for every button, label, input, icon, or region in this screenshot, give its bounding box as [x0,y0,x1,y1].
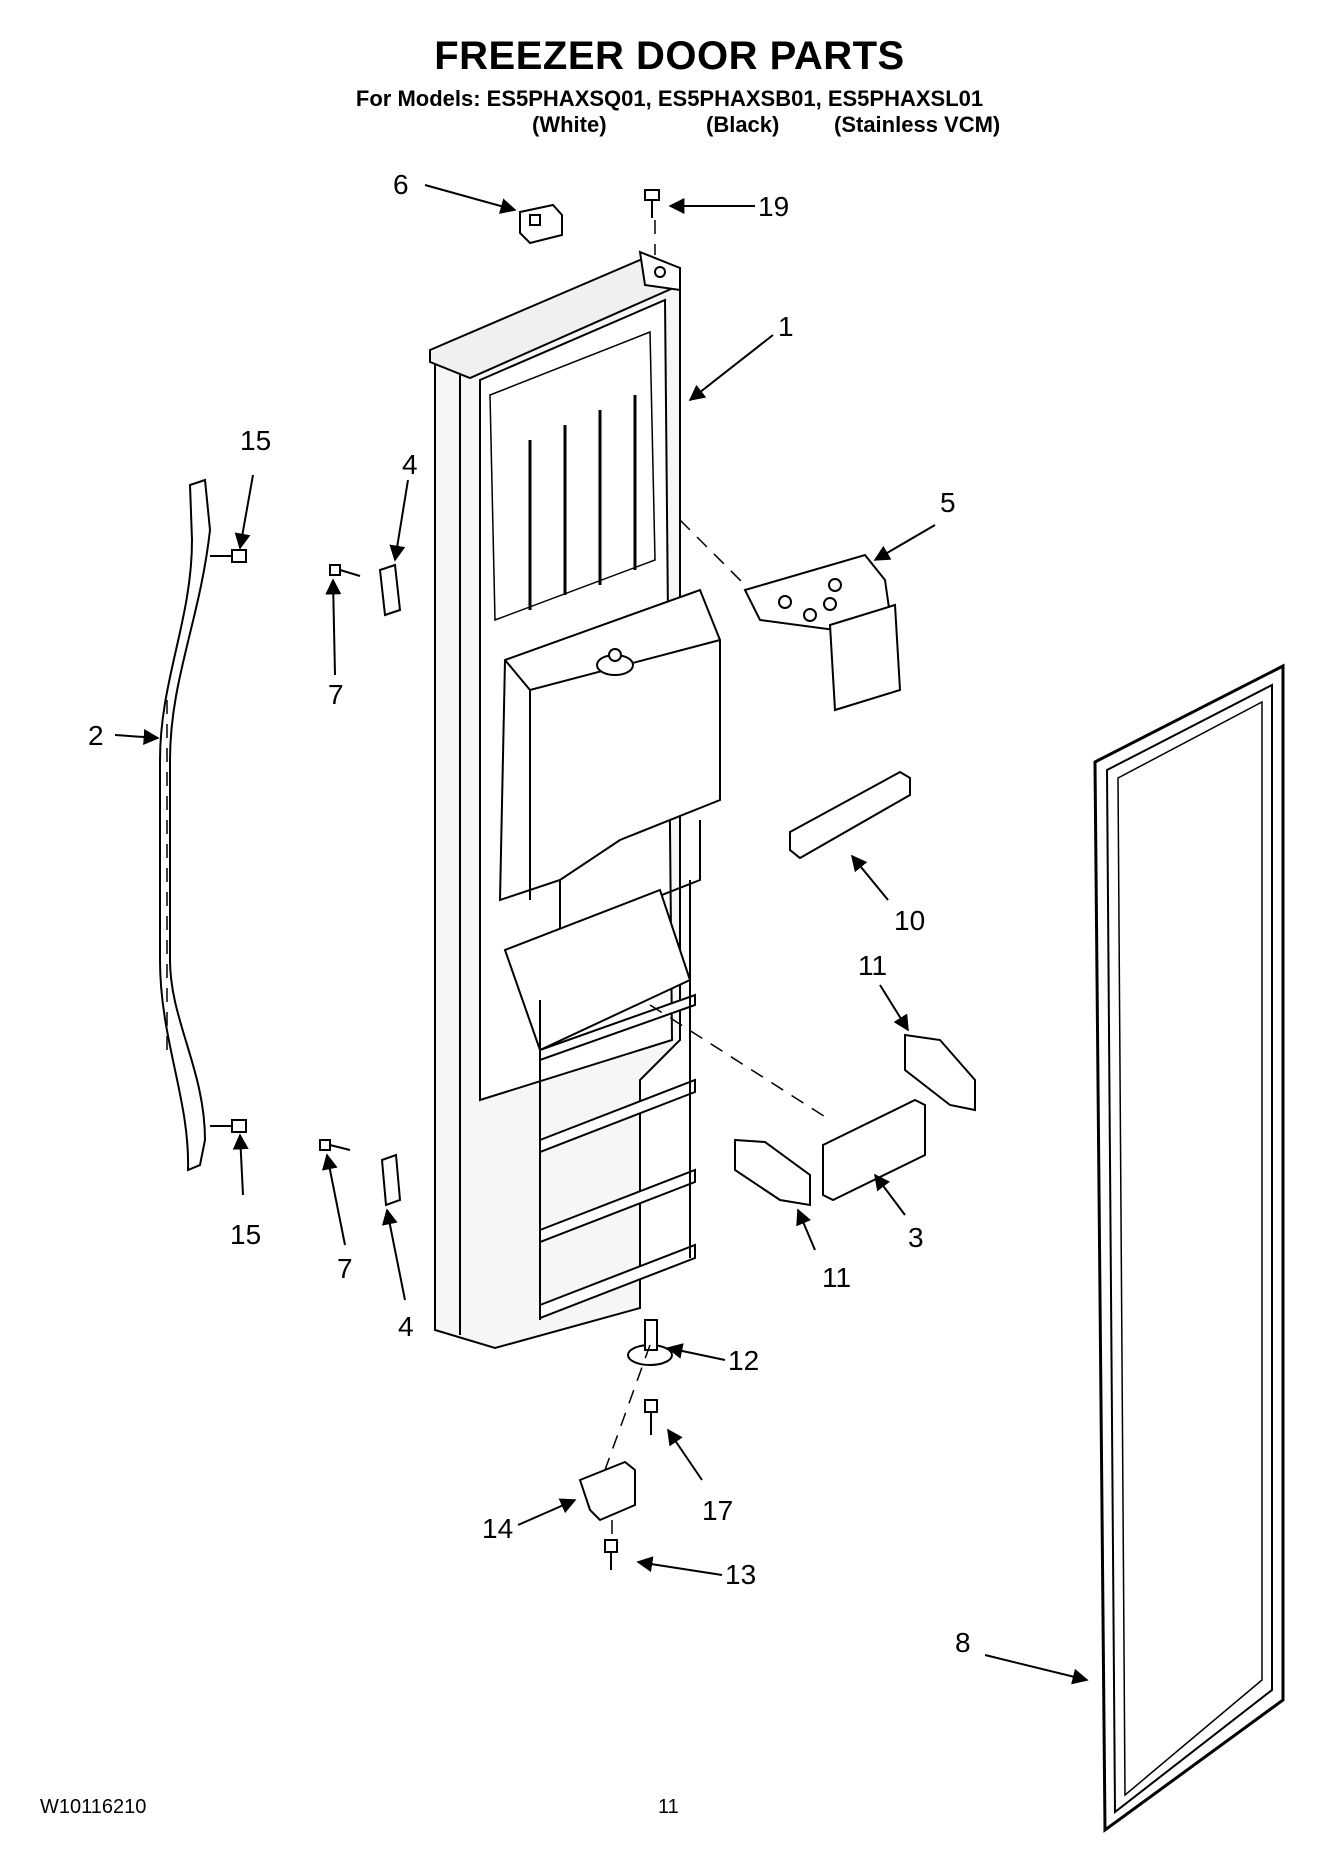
callout-14: 14 [482,1513,513,1544]
bottom-hinge-screw-17 [644,1399,658,1435]
variant-white: (White) [532,112,607,137]
lower-handle-clip [380,1153,402,1207]
callout-2: 2 [88,720,104,751]
shelf-trim-10 [789,770,911,860]
callout-7-upper: 7 [328,679,344,710]
door-handle [159,478,212,1172]
callout-11-upper: 11 [858,950,887,981]
dispenser-heater-plate [743,553,902,712]
variant-black: (Black) [706,112,780,137]
freezer-door-assembly [429,258,721,1350]
bottom-hinge-bracket [578,1460,636,1522]
top-hinge [638,250,681,292]
callout-3: 3 [908,1222,924,1253]
upper-handle-stud [329,564,361,577]
door-gasket [1093,663,1285,1833]
variant-stainless: (Stainless VCM) [834,112,1001,137]
shelf-end-cap-upper [904,1033,976,1112]
callout-19: 19 [758,191,789,222]
upper-handle-clip [378,563,402,617]
upper-handle-screw [210,549,247,563]
bottom-hinge-pin [627,1319,673,1366]
callout-10: 10 [894,905,925,936]
callout-15-upper: 15 [240,425,271,456]
callout-8: 8 [955,1627,971,1658]
page-number: 11 [658,1796,679,1818]
callout-15-lower: 15 [230,1219,261,1250]
callout-4-lower: 4 [398,1311,414,1342]
callout-11-lower: 11 [822,1262,851,1293]
callout-17: 17 [702,1495,733,1526]
assembly-guide-lines [166,220,831,1535]
shelf-rail-3 [822,1098,926,1202]
bottom-hinge-screw-13 [604,1539,618,1570]
callout-4-upper: 4 [402,449,418,480]
lower-handle-screw [210,1119,247,1133]
page-title: FREEZER DOOR PARTS [434,34,905,78]
callout-7-lower: 7 [337,1253,353,1284]
leader-arrows [114,184,1089,1685]
model-list: For Models: ES5PHAXSQ01, ES5PHAXSB01, ES… [355,86,984,111]
top-hinge-cover [519,203,563,245]
callout-1: 1 [778,311,794,342]
callout-12: 12 [728,1345,759,1376]
top-screw [644,189,660,218]
callout-6: 6 [393,169,409,200]
callout-5: 5 [940,487,956,518]
lower-handle-stud [319,1139,351,1151]
document-number: W10116210 [40,1796,147,1818]
callout-13: 13 [725,1559,756,1590]
shelf-end-cap-lower [734,1138,811,1207]
